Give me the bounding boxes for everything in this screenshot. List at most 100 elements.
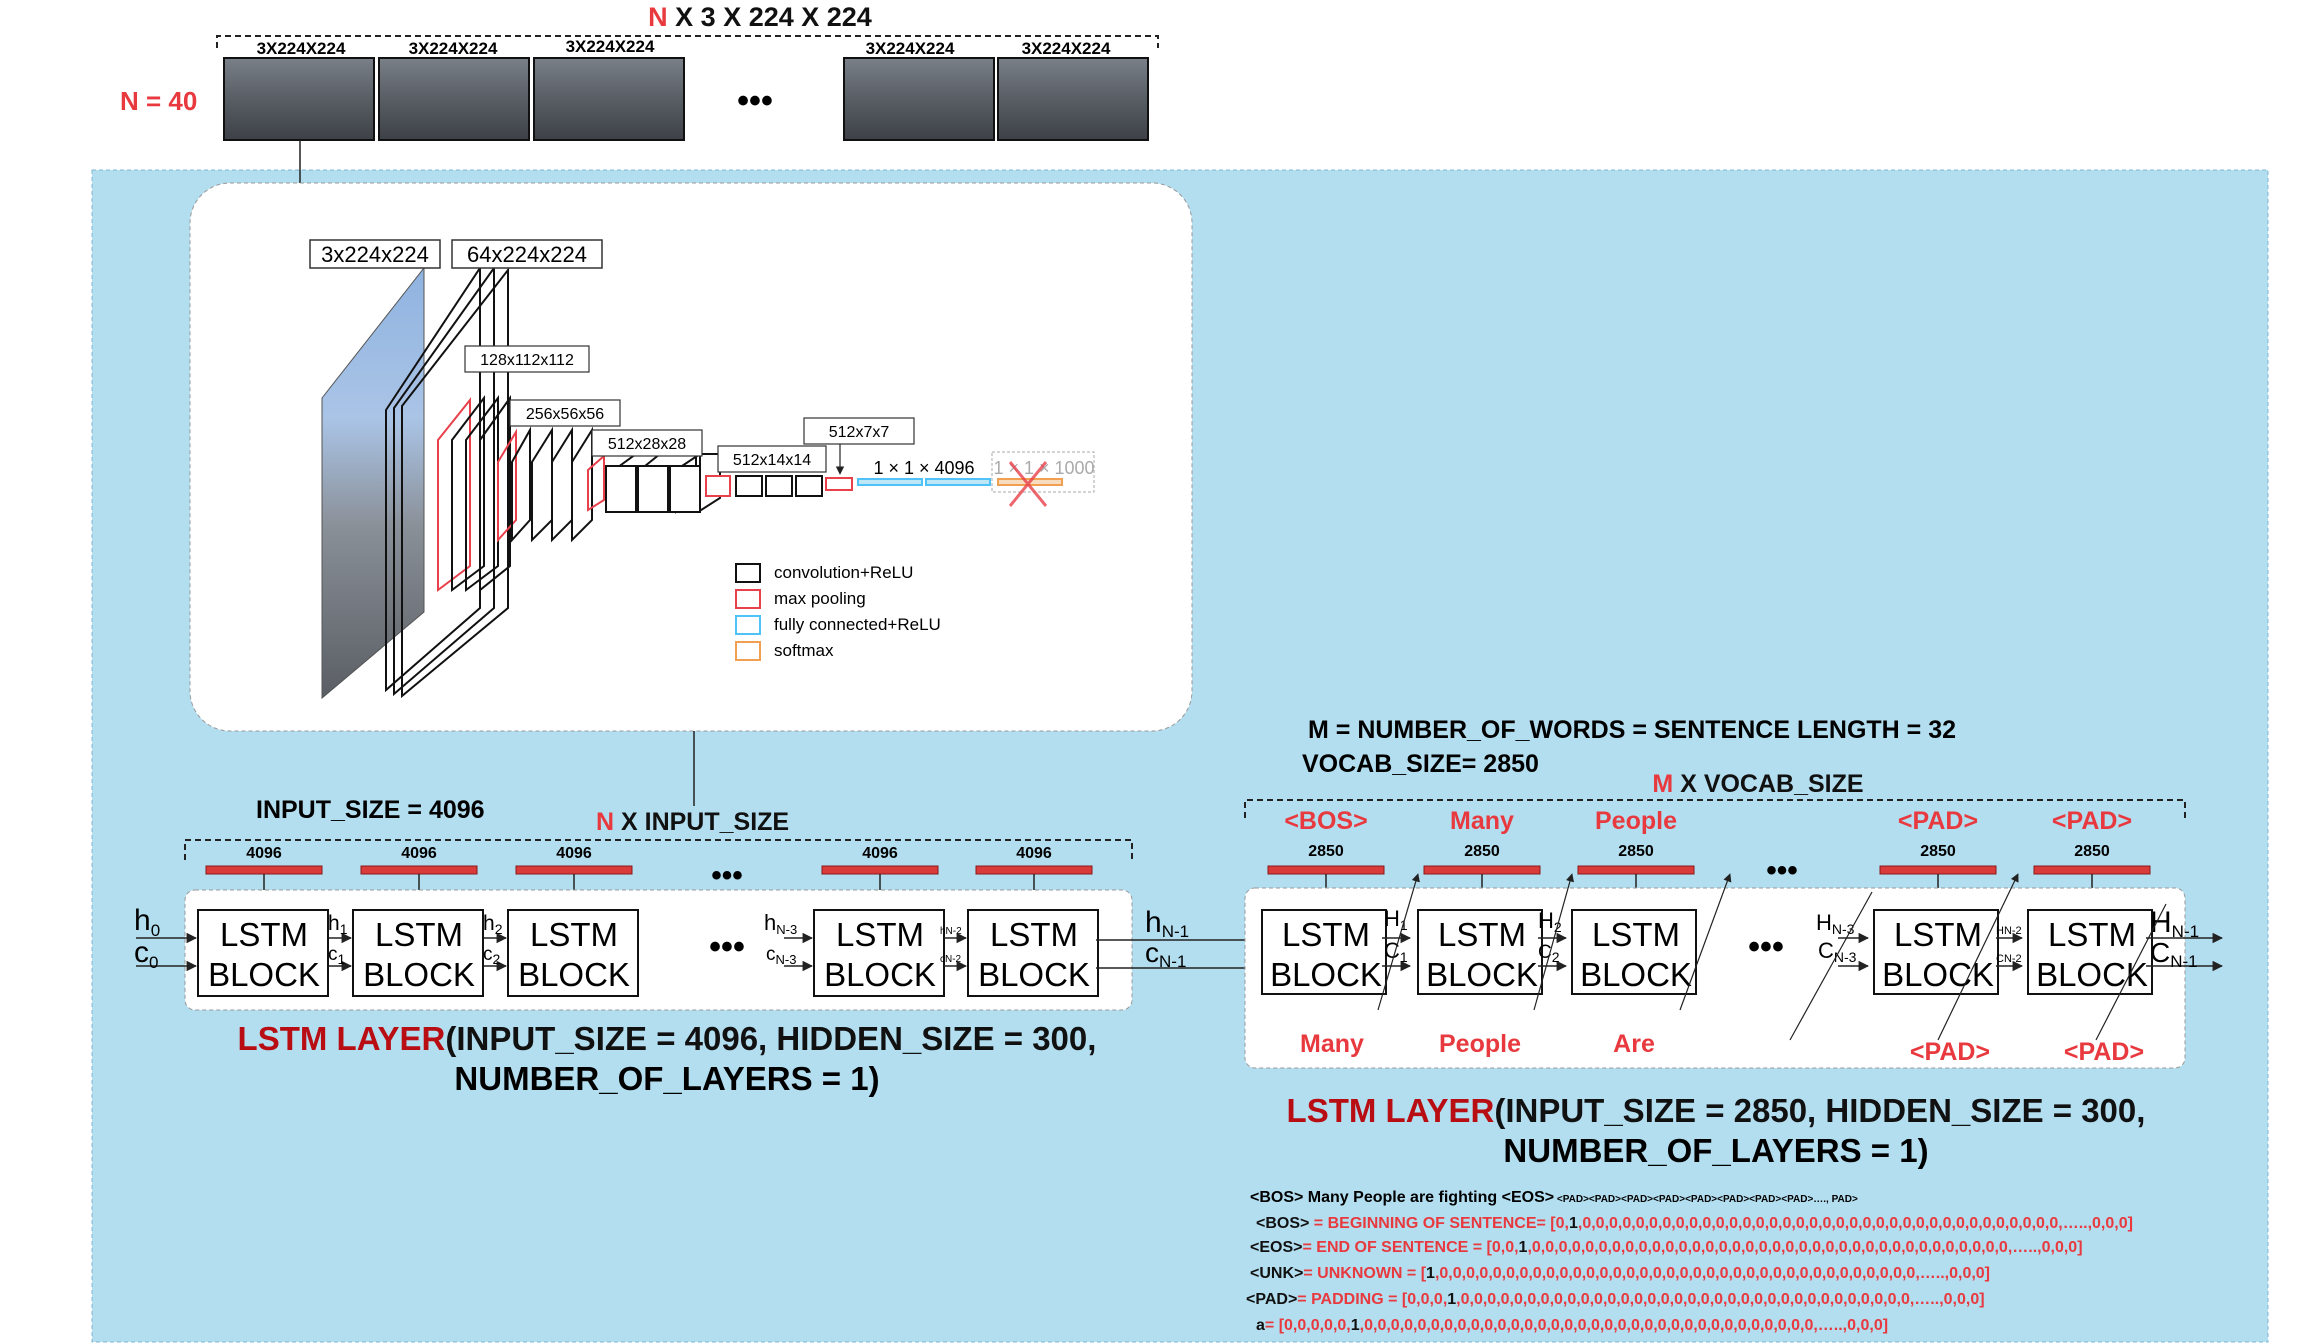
frame-1-label: 3X224X224 xyxy=(257,39,346,58)
decoder-vocab-label: VOCAB_SIZE= 2850 xyxy=(1302,750,1539,778)
decoder-block-label: LSTM xyxy=(2048,916,2136,953)
encoder-h0: h0 xyxy=(134,904,160,940)
legend-softmax: softmax xyxy=(735,641,834,661)
encoder-vector-label: 4096 xyxy=(1016,845,1052,862)
decoder-shape-title: M X VOCAB_SIZE xyxy=(1652,770,1863,798)
encoder-cN2: cN-2 xyxy=(940,954,962,965)
encoder-input-vector xyxy=(360,865,478,875)
svg-text:max pooling: max pooling xyxy=(774,589,866,608)
vgg-panel xyxy=(189,182,1193,732)
decoder-input-vector xyxy=(1267,865,1385,875)
vgg-softmax-box xyxy=(991,451,1095,493)
decoder-input-vector xyxy=(1577,865,1695,875)
decoder-output-word: Are xyxy=(1613,1030,1655,1058)
encoder-c0: c0 xyxy=(134,936,158,972)
frame-2-label: 3X224X224 xyxy=(409,39,498,58)
encoder-block-label: LSTM xyxy=(836,916,924,953)
vgg-dim-6-text: 512x14x14 xyxy=(733,452,811,469)
decoder-block-label: LSTM xyxy=(1438,916,1526,953)
frame-1: 3X224X224 xyxy=(223,39,375,141)
decoder-output-word: Many xyxy=(1300,1030,1364,1058)
legend-conv: convolution+ReLU xyxy=(735,563,913,583)
encoder-lstm-blocks: LSTMBLOCKLSTMBLOCKLSTMBLOCKLSTMBLOCKLSTM… xyxy=(197,909,1099,997)
decoder-H1: H1 xyxy=(1384,906,1408,933)
encoder-c1: c1 xyxy=(328,944,346,967)
frame-4: 3X224X224 xyxy=(843,39,995,141)
encoder-hN1: hN-1 xyxy=(1145,906,1189,941)
encoder-hN2: hN-2 xyxy=(940,926,962,937)
frame-3-label: 3X224X224 xyxy=(566,37,655,56)
encoder-input-vector xyxy=(205,865,323,875)
vgg-fc-label: 1 × 1 × 4096 xyxy=(873,458,974,478)
decoder-caption-line2: NUMBER_OF_LAYERS = 1) xyxy=(1503,1132,1928,1169)
decoder-block-label: LSTM xyxy=(1592,916,1680,953)
encoder-c2: c2 xyxy=(483,944,501,967)
decoder-output-word: <PAD> xyxy=(1910,1038,1990,1066)
encoder-cN1: cN-1 xyxy=(1145,937,1186,971)
encoder-block-label: LSTM xyxy=(375,916,463,953)
n-count-label: N = 40 xyxy=(120,86,197,116)
vgg-dim-6 xyxy=(717,445,827,473)
decoder-input-word: <PAD> xyxy=(2052,807,2132,835)
vgg-pool5 xyxy=(825,477,853,491)
frame-5: 3X224X224 xyxy=(997,39,1149,141)
encoder-cN3: cN-3 xyxy=(766,944,796,967)
decoder-vector-label: 2850 xyxy=(1464,843,1500,860)
vgg-dim-2 xyxy=(451,239,603,269)
encoder-input-bracket xyxy=(184,839,1133,860)
decoder-output-word: <PAD> xyxy=(2064,1038,2144,1066)
encoder-caption-line2: NUMBER_OF_LAYERS = 1) xyxy=(454,1060,879,1097)
vgg-dim-4-text: 256x56x56 xyxy=(526,406,604,423)
encoder-h1: h1 xyxy=(328,912,348,937)
vgg-out-label: 1 × 1 × 1000 xyxy=(993,458,1094,478)
decoder-vector-label: 2850 xyxy=(1308,843,1344,860)
encoder-vector-ellipsis: ••• xyxy=(711,859,743,892)
decoder-CN1: CN-1 xyxy=(2150,937,2198,971)
encoder-shape-title: N X INPUT_SIZE xyxy=(596,808,789,836)
encoder-h2: h2 xyxy=(483,912,503,937)
encoder-vector-label: 4096 xyxy=(401,845,437,862)
decoder-lstm-blocks: LSTMBLOCKLSTMBLOCKLSTMBLOCKLSTMBLOCKLSTM… xyxy=(1261,909,2153,995)
decoder-output-word: People xyxy=(1439,1030,1521,1058)
decoder-input-word: Many xyxy=(1450,807,1514,835)
decoder-HN2: HN-2 xyxy=(1996,925,2022,937)
decoder-CN3: CN-3 xyxy=(1818,938,1857,965)
decoder-m-label: M = NUMBER_OF_WORDS = SENTENCE LENGTH = … xyxy=(1308,716,1956,744)
encoder-caption-line1: LSTM LAYER(INPUT_SIZE = 4096, HIDDEN_SIZ… xyxy=(238,1020,1097,1057)
input-bracket xyxy=(216,35,1159,48)
encoder-block-label: BLOCK xyxy=(518,956,630,993)
decoder-block-label: BLOCK xyxy=(1426,956,1538,993)
encoder-block-label: LSTM xyxy=(220,916,308,953)
notes-row: <UNK>= UNKNOWN = [1,0,0,0,0,0,0,0,0,0,0,… xyxy=(1250,1265,1990,1282)
decoder-feedback-arrows xyxy=(1377,873,2167,1041)
notes-example: <BOS> Many People are fighting <EOS> <PA… xyxy=(1250,1189,1858,1206)
notes-row: a= [0,0,0,0,0,1,0,0,0,0,0,0,0,0,0,0,0,0,… xyxy=(1256,1317,1888,1334)
input-shape-title: N X 3 X 224 X 224 xyxy=(648,2,872,32)
frame-2: 3X224X224 xyxy=(378,39,530,141)
decoder-caption-line1: LSTM LAYER(INPUT_SIZE = 2850, HIDDEN_SIZ… xyxy=(1287,1092,2146,1129)
decoder-block-ellipsis: ••• xyxy=(1748,928,1784,966)
vgg-conv1-slabs xyxy=(385,264,509,699)
vgg-dim-3 xyxy=(464,345,590,373)
svg-text:fully connected+ReLU: fully connected+ReLU xyxy=(774,615,941,634)
encoder-hN3: hN-3 xyxy=(764,910,797,937)
decoder-input-word: People xyxy=(1595,807,1677,835)
vgg-softmax-cross-icon xyxy=(1008,461,1048,507)
frame-3: 3X224X224 xyxy=(533,37,685,141)
decoder-block-label: BLOCK xyxy=(1270,956,1382,993)
vgg-block5 xyxy=(705,475,823,497)
vgg-dim-7-text: 512x7x7 xyxy=(829,424,890,441)
decoder-block-label: LSTM xyxy=(1282,916,1370,953)
encoder-block-label: BLOCK xyxy=(363,956,475,993)
